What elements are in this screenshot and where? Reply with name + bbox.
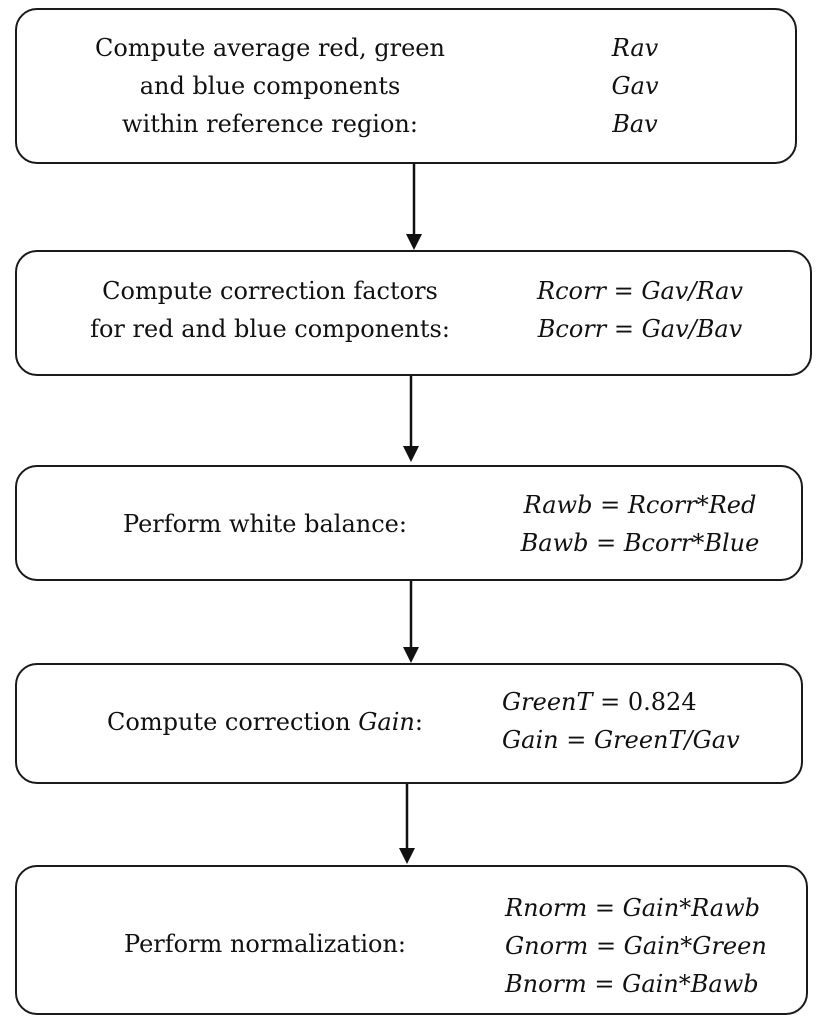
step-box-white-balance [15, 465, 803, 581]
step-2-equations: Rcorr = Gav/Rav Bcorr = Gav/Bav [520, 272, 760, 348]
step-5-equation: Rnorm = Gain*Rawb [505, 894, 761, 922]
step-5-label-line: Perform normalization: [124, 930, 406, 958]
step-1-label: Compute average red, green and blue comp… [60, 29, 480, 143]
step-2-equation: Rcorr = Gav/Rav [537, 277, 743, 305]
step-3-label-line: Perform white balance: [123, 510, 407, 538]
step-4-label-suffix: : [414, 708, 423, 736]
arrow-4 [399, 784, 415, 864]
step-4-label-line: Compute correction Gain: [70, 703, 460, 741]
step-3-equations: Rawb = Rcorr*Red Bawb = Bcorr*Blue [505, 486, 775, 562]
step-4-equations: GreenT = 0.824 Gain = GreenT/Gav [502, 683, 762, 759]
arrow-3 [403, 581, 419, 663]
step-3-label: Perform white balance: [60, 505, 470, 543]
step-1-equation: Gav [611, 72, 659, 100]
step-1-equations: Rav Gav Bav [560, 29, 710, 143]
step-box-correction-factors [15, 250, 812, 376]
step-4-equation-value: 0.824 [627, 688, 697, 716]
step-4-label-prefix: Compute correction [107, 708, 359, 736]
step-box-average-components [15, 8, 797, 164]
step-4-equation-var: GreenT [502, 688, 593, 716]
step-3-equation: Bawb = Bcorr*Blue [520, 529, 760, 557]
step-1-label-line: Compute average red, green [95, 34, 445, 62]
arrow-1 [406, 164, 422, 250]
step-3-equation: Rawb = Rcorr*Red [523, 491, 757, 519]
step-4-equation: Gain = GreenT/Gav [502, 726, 740, 754]
step-4-equation-eq: = [592, 688, 628, 716]
step-1-label-line: within reference region: [122, 110, 418, 138]
step-4-label-italic: Gain [358, 708, 415, 736]
step-1-equation: Rav [611, 34, 659, 62]
step-box-correction-gain [15, 663, 803, 784]
step-2-label-line: for red and blue components: [90, 315, 450, 343]
step-1-label-line: and blue components [139, 72, 401, 100]
arrow-2 [403, 376, 419, 462]
step-2-label-line: Compute correction factors [102, 277, 438, 305]
step-2-label: Compute correction factors for red and b… [60, 272, 480, 348]
step-1-equation: Bav [612, 110, 658, 138]
step-5-equation: Gnorm = Gain*Green [505, 932, 767, 960]
step-5-label: Perform normalization: [60, 925, 470, 963]
step-5-equation: Bnorm = Gain*Bawb [505, 970, 759, 998]
step-2-equation: Bcorr = Gav/Bav [537, 315, 743, 343]
step-box-normalization [15, 865, 808, 1015]
step-4-label: Compute correction Gain: [70, 703, 460, 741]
step-4-equation: GreenT = 0.824 [502, 683, 762, 721]
step-5-equations: Rnorm = Gain*Rawb Gnorm = Gain*Green Bno… [505, 889, 775, 1003]
